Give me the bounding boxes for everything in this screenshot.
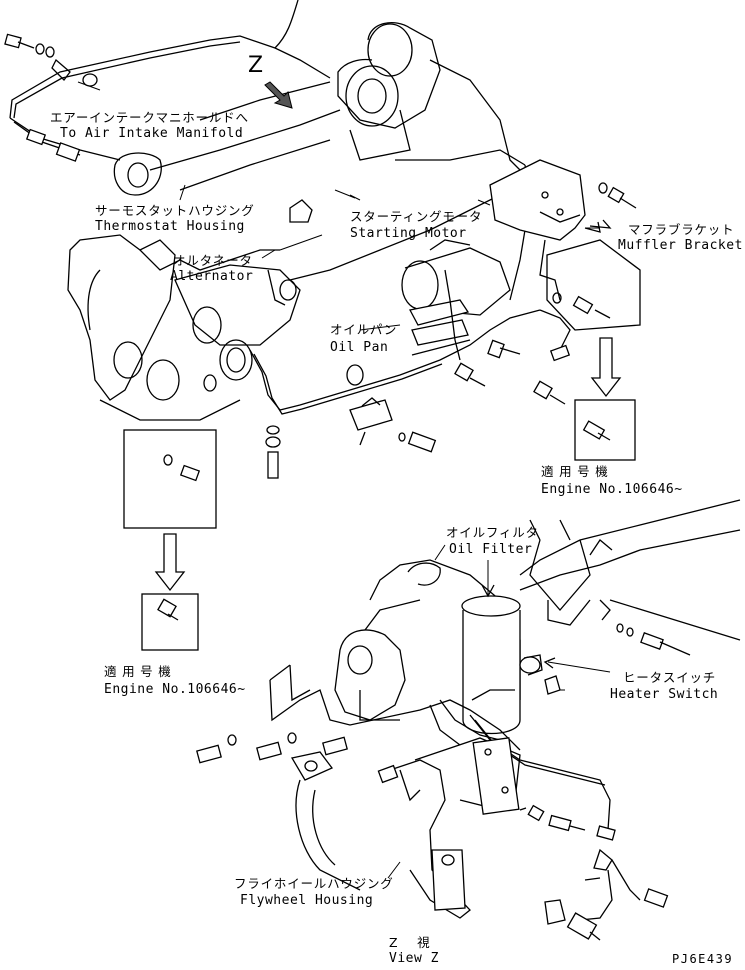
muffler-bracket-label-jp: マフラブラケット (628, 222, 735, 237)
connector-oil-pan (349, 397, 393, 446)
applicable-right-label-jp: 適 用 号 機 (541, 464, 609, 479)
muffler-bracket-label-en: Muffler Bracket (618, 238, 743, 253)
heater-switch-label-jp: ヒータスイッチ (623, 670, 717, 685)
detail-box-right (546, 239, 641, 331)
starting-motor-label-jp: スターティングモータ (350, 209, 483, 224)
engine-block-upper (289, 59, 532, 281)
bolt-top-left (4, 33, 55, 58)
arrow-down-left (154, 533, 186, 592)
alternator (174, 264, 301, 346)
applicable-left-label-jp: 適 用 号 機 (104, 664, 172, 679)
lower-harness (249, 309, 541, 411)
heater-switch (519, 654, 561, 695)
flywheel-label-jp: フライホイールハウジング (234, 876, 394, 891)
applicable-left-label-en: Engine No.106646~ (104, 682, 246, 697)
flywheel-housing-part (295, 737, 521, 919)
oil-filter-label-jp: オイルフィルタ (446, 525, 539, 540)
upper-harness (9, 35, 331, 119)
oil-filter (461, 595, 521, 735)
drawing-code: PJ6E439 (672, 952, 734, 966)
flywheel-label-en: Flywheel Housing (240, 893, 374, 908)
air-intake-label-en: To Air Intake Manifold (60, 126, 244, 141)
lower-view-harness (269, 679, 521, 751)
view-z-marker: Z (248, 53, 264, 78)
heater-switch-label-en: Heater Switch (610, 687, 719, 702)
view-z-label-en: View Z (389, 951, 439, 966)
muffler-bracket (489, 159, 586, 301)
thermostat-label-en: Thermostat Housing (95, 219, 245, 234)
view-z-arrow (264, 81, 293, 109)
thermostat-label-jp: サーモスタットハウジング (95, 203, 255, 218)
exhaust-manifold (334, 629, 406, 721)
oil-filter-label-en: Oil Filter (449, 542, 533, 557)
applicable-right-label-en: Engine No.106646~ (541, 482, 683, 497)
thermostat-housing (113, 152, 162, 196)
upper-right-pipe (519, 499, 741, 576)
detail-box-left (123, 429, 217, 529)
starting-motor-label-en: Starting Motor (350, 226, 467, 241)
oil-pan-bracket (409, 299, 471, 356)
oil-pan-label-en: Oil Pan (330, 340, 389, 355)
arrow-down-right (590, 337, 622, 398)
air-intake-label-jp: エアーインテークマニホールドへ (50, 110, 249, 125)
oil-pan-label-jp: オイルパン (330, 322, 398, 337)
alternator-label-jp: オルタネータ (173, 253, 253, 268)
alternator-label-en: Alternator (170, 269, 254, 284)
engine-front-left (67, 234, 176, 401)
view-z-label-jp: Z 視 (389, 935, 431, 950)
flange (290, 751, 334, 781)
turbocharger (337, 22, 441, 161)
top-wire (274, 0, 299, 49)
